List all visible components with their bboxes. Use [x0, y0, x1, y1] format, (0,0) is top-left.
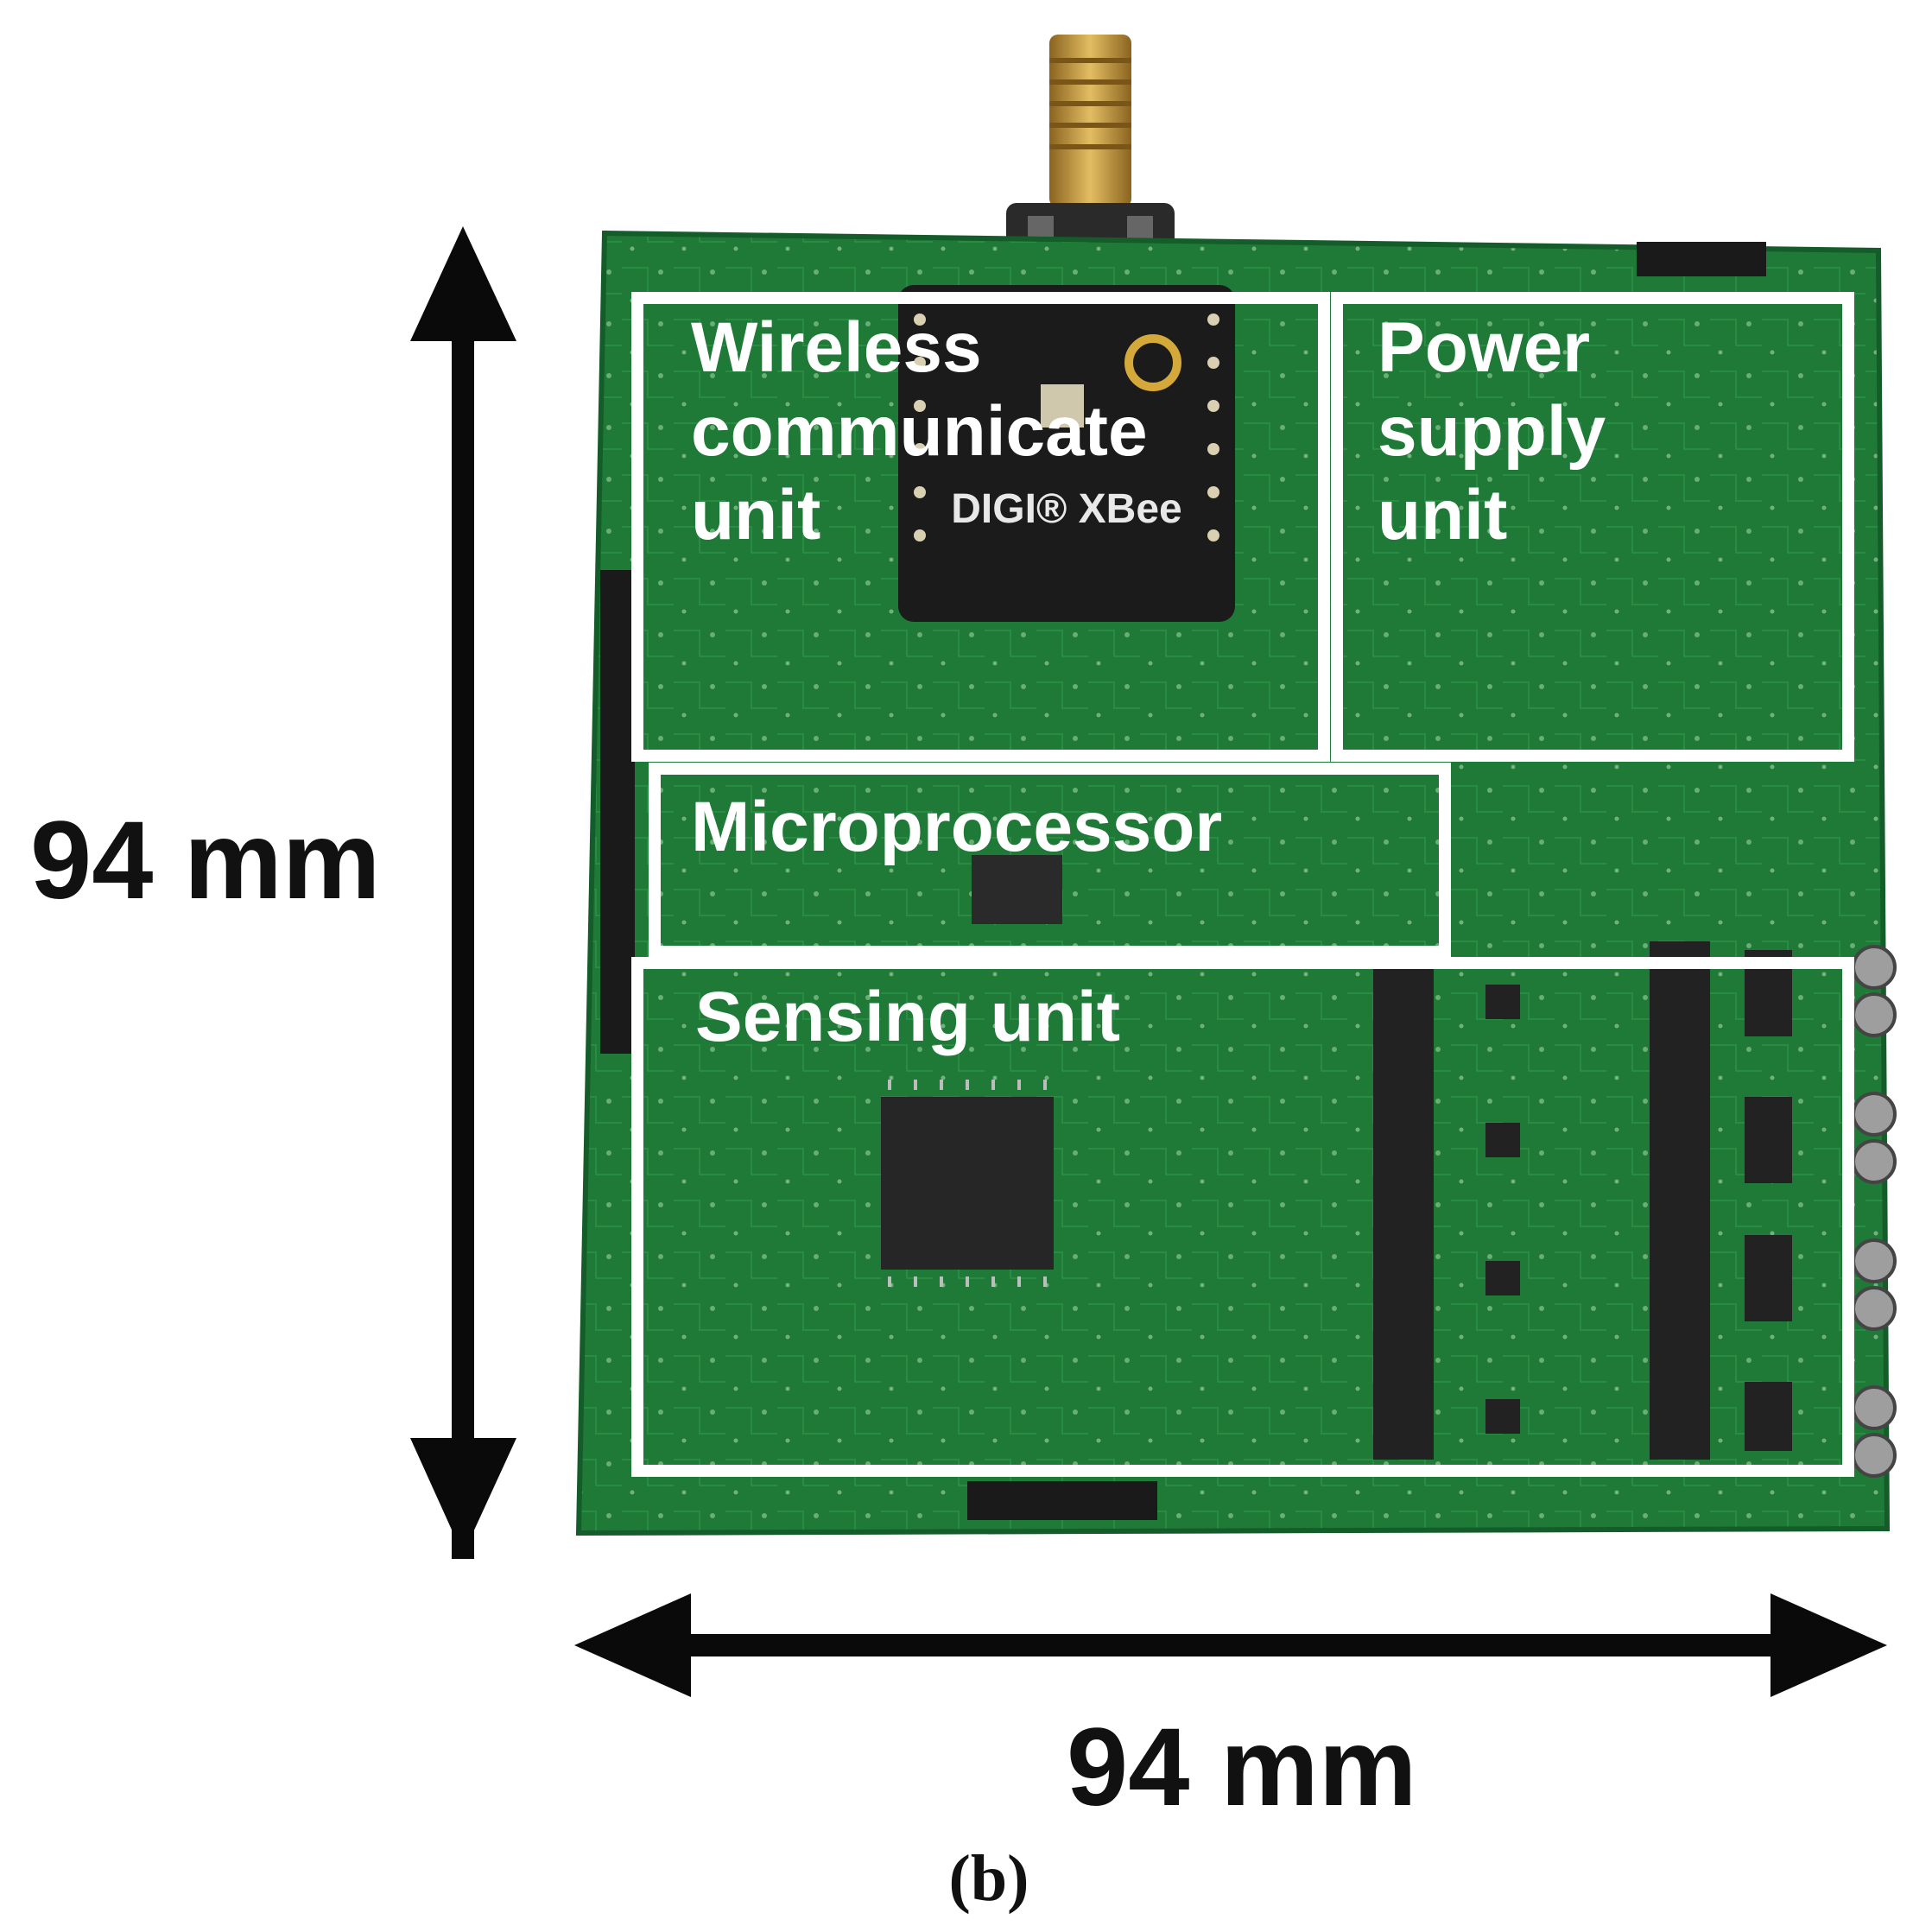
wireless-label-line-1: Wireless — [691, 308, 982, 387]
terminal-blocks — [1852, 945, 1897, 1478]
jumper-blocks — [1373, 941, 1792, 1460]
sensing-chip — [881, 1080, 1054, 1287]
microprocessor-label-line-1: Microprocessor — [691, 788, 1222, 866]
vertical-dimension-arrow — [410, 226, 516, 1559]
xbee-chip-marking: DIGI® XBee — [951, 486, 1181, 532]
power-unit-label: Power supply unit — [1378, 308, 1625, 554]
region-labels: Wireless communicate unit Power supply u… — [691, 308, 1625, 1056]
left-pin-header — [600, 570, 635, 1054]
microprocessor-region-box — [649, 763, 1451, 958]
sensing-unit-label: Sensing unit — [695, 978, 1120, 1056]
height-dimension-label: 94 mm — [30, 799, 381, 922]
power-label-line-1: Power — [1378, 308, 1590, 387]
wireless-label-line-3: unit — [691, 476, 820, 554]
horizontal-dimension-arrow — [574, 1593, 1887, 1697]
wireless-unit-label: Wireless communicate unit — [691, 308, 1167, 554]
sensing-region-box — [631, 957, 1854, 1477]
wireless-region-box — [631, 292, 1330, 762]
figure-caption: (b) — [949, 1842, 1029, 1915]
microprocessor-label: Microprocessor — [691, 788, 1222, 866]
wireless-label-line-2: communicate — [691, 392, 1148, 471]
region-outlines — [631, 292, 1854, 1477]
width-dimension-label: 94 mm — [1067, 1706, 1417, 1829]
power-region-box — [1331, 292, 1854, 762]
pcb-board-photo: DIGI® XBee — [575, 35, 1897, 1536]
sensing-label-line-1: Sensing unit — [695, 978, 1120, 1056]
top-pin-header — [1637, 242, 1766, 276]
power-label-line-2: supply — [1378, 392, 1606, 471]
microprocessor-chip — [972, 855, 1062, 924]
power-label-line-3: unit — [1378, 476, 1507, 554]
xbee-module: DIGI® XBee — [898, 285, 1235, 622]
bottom-pin-header — [967, 1481, 1157, 1520]
